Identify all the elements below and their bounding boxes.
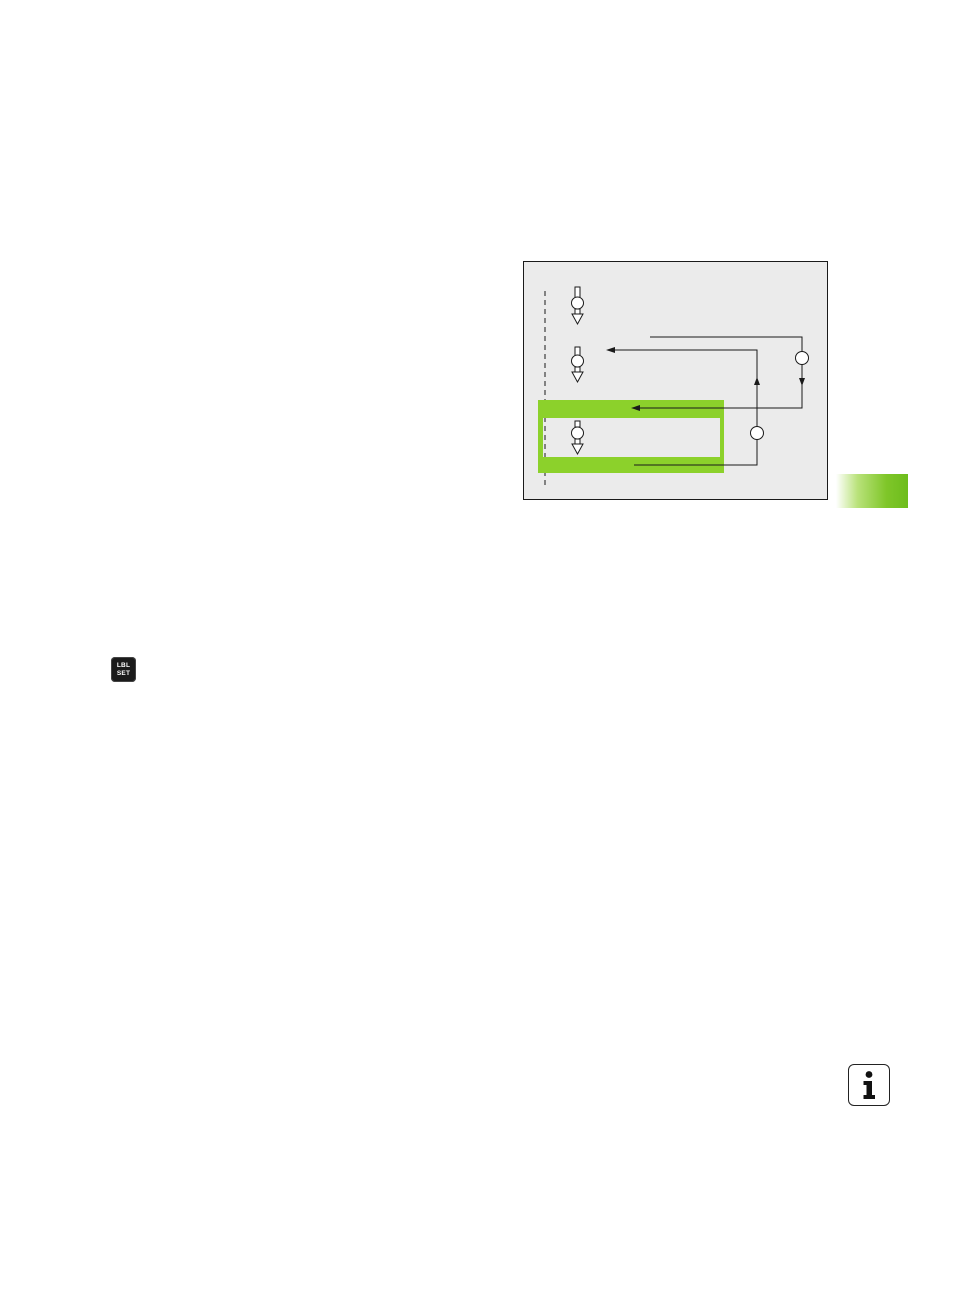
outer-jump-arrowhead — [631, 405, 640, 411]
outer-jump-line — [640, 336, 803, 409]
key-label-line2: SET — [116, 669, 131, 677]
outer-jump-circle — [795, 351, 809, 365]
lbl-set-key-icon: LBL SET — [111, 657, 136, 682]
block-marker-1 — [571, 286, 584, 326]
key-label-line1: LBL — [116, 662, 131, 669]
program-repeat-diagram — [523, 261, 828, 500]
block-marker-2 — [571, 346, 584, 384]
inner-jump-line — [615, 349, 758, 466]
info-icon — [848, 1064, 890, 1106]
block-marker-3 — [571, 420, 584, 456]
inner-jump-arrowhead — [606, 347, 615, 353]
inner-jump-circle — [750, 426, 764, 440]
outer-jump-down-arrowhead — [799, 378, 805, 386]
inner-jump-up-arrowhead — [754, 377, 760, 385]
repeat-section-highlight — [538, 400, 724, 473]
chapter-tab — [836, 474, 908, 508]
